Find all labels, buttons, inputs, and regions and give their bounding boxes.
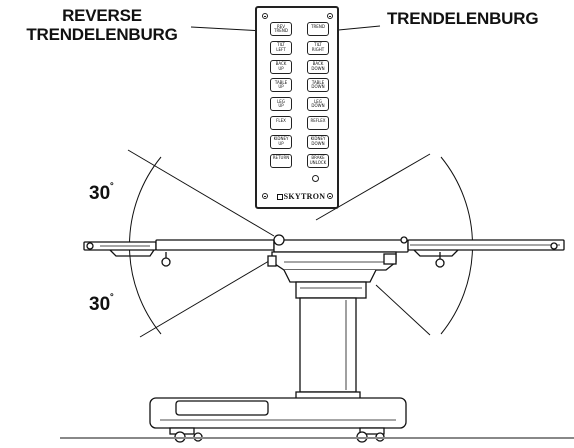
tilt-line-upper-right: [315, 153, 431, 221]
pendant-button-left-7[interactable]: RETURN: [270, 153, 292, 168]
pendant-button-right-0[interactable]: TREND: [307, 22, 329, 36]
tilt-line-lower-left: [139, 257, 275, 338]
pendant-button-label: TILT: [277, 42, 285, 48]
screw-icon: [262, 13, 268, 19]
pendant-button-label: UP: [278, 65, 284, 71]
trendelenburg-label: TRENDELENBURG: [387, 9, 539, 28]
tilt-line-upper-left: [127, 149, 275, 237]
reverse-leader-line: [190, 26, 265, 32]
pendant-button-label: RIGHT: [311, 46, 325, 52]
tilt-line-lower-right: [375, 284, 431, 336]
reverse-label-line1: REVERSE: [62, 6, 142, 25]
pendant-button-label: TABLE: [311, 79, 325, 85]
table-seat-section: [273, 239, 409, 253]
pendant-button-label: RETURN: [272, 155, 290, 161]
degree-symbol: ˚: [110, 181, 115, 195]
pendant-button-label: LEG: [277, 98, 285, 104]
table-back-section: [155, 239, 275, 251]
pendant-button-label: FLEX: [276, 117, 286, 123]
pendant-button-label: UP: [278, 103, 284, 109]
base-pad: [175, 400, 269, 416]
table-base: [149, 397, 407, 443]
head-section-knob: [161, 257, 171, 267]
pendant-button-label: BACK: [312, 61, 324, 67]
leg-section-knob: [435, 258, 445, 268]
table-top: [83, 234, 565, 268]
pendant-button-label: TABLE: [274, 79, 288, 85]
pendant-button-left-5[interactable]: FLEX: [270, 116, 292, 130]
pendant-button-label: DOWN: [311, 103, 325, 109]
pendant-button-label: KIDNEY: [310, 136, 326, 142]
pendant-button-label: DOWN: [311, 140, 325, 146]
brand-name: SKYTRON: [283, 192, 326, 201]
pendant-button-label: TILT: [314, 42, 322, 48]
pendant-button-label: UNLOCK: [309, 159, 327, 165]
pendant-button-label: DOWN: [311, 65, 325, 71]
pendant-button-label: KIDNEY: [273, 136, 289, 142]
pendant-button-label: LEFT: [276, 46, 286, 52]
lower-angle-value: 30: [89, 294, 111, 315]
table-body: [267, 251, 397, 299]
pendant-button-label: UP: [278, 140, 284, 146]
pedestal-collar: [295, 281, 367, 299]
screw-icon: [262, 193, 268, 199]
pedestal-column: [295, 297, 361, 401]
brand-logo-icon: [276, 194, 283, 200]
pendant-button-label: TREND: [274, 27, 288, 33]
pendant-button-right-5[interactable]: REFLEX: [307, 116, 329, 130]
pendant-button-label: BACK: [275, 61, 287, 67]
upper-angle-value: 30: [89, 183, 111, 204]
pendant-button-label: DOWN: [311, 84, 325, 90]
reverse-trendelenburg-label: REVERSE TRENDELENBURG: [0, 6, 204, 44]
upper-angle-label: 30˚: [89, 181, 115, 205]
pendant-button-label: REFLEX: [310, 117, 326, 123]
brand-logo: SKYTRON: [273, 192, 329, 201]
reverse-label-line2: TRENDELENBURG: [26, 25, 178, 44]
pendant-button-label: BRAKE: [311, 155, 325, 161]
indicator-light-icon: [312, 175, 319, 182]
lower-angle-label: 30˚: [89, 292, 115, 316]
screw-icon: [327, 13, 333, 19]
pendant-button-label: UP: [278, 84, 284, 90]
screw-icon: [327, 193, 333, 199]
pendant-button-label: TREND: [311, 23, 325, 29]
pendant-button-label: REV: [276, 23, 286, 29]
degree-symbol: ˚: [110, 292, 115, 306]
pendant-button-label: LEG: [314, 98, 322, 104]
